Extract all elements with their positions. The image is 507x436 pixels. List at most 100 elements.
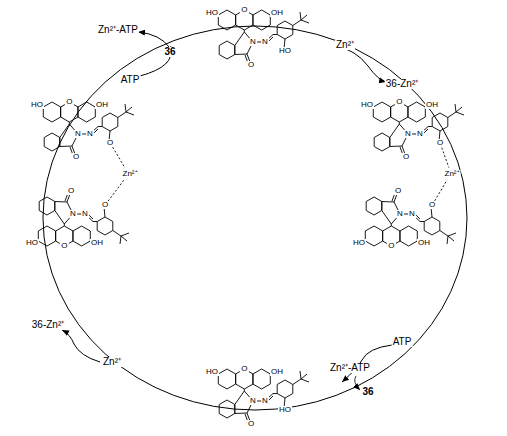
bond-line — [301, 15, 307, 20]
atom-label: O — [72, 153, 80, 161]
atom-label: N — [408, 210, 416, 218]
reagent-label: Zn²⁺ — [102, 357, 122, 367]
bond-line — [118, 112, 126, 118]
atom-label: O — [428, 201, 436, 209]
atom-label: OH — [90, 239, 104, 247]
atom-label: O — [402, 153, 410, 161]
bond-line — [440, 231, 448, 237]
bond-line — [126, 112, 134, 115]
atom-label: HO — [278, 47, 292, 55]
bond-line — [102, 113, 118, 131]
reagent-label: 36 — [163, 47, 176, 57]
bond-line — [301, 379, 309, 382]
bond-line — [455, 104, 456, 112]
bond-line — [39, 197, 55, 215]
bond-line — [253, 10, 270, 30]
bond-line — [432, 113, 448, 131]
atom-label: N — [249, 38, 257, 46]
atom-label: Zn²⁺ — [444, 170, 461, 178]
bond-line — [366, 197, 382, 215]
curved-arrow — [336, 46, 386, 82]
bond-line — [448, 236, 454, 241]
bond-line — [277, 21, 293, 39]
atom-label: N — [261, 38, 269, 46]
bond-line — [301, 20, 309, 23]
bond-line — [373, 102, 390, 122]
reagent-label: Zn²⁺-ATP — [329, 363, 371, 373]
atom-label: O — [394, 187, 402, 195]
bond-line — [277, 380, 293, 398]
bond-line — [293, 20, 301, 26]
atom-label: O — [67, 187, 75, 195]
bond-line — [424, 217, 440, 235]
atom-label: HO — [352, 239, 366, 247]
reagent-label: Zn²⁺ — [335, 40, 355, 50]
atom-label: HO — [205, 368, 219, 376]
bond-line — [113, 231, 121, 237]
atom-label: HO — [205, 9, 219, 17]
cycle-circle — [43, 26, 467, 410]
coordination-bond — [113, 147, 125, 168]
atom-label: O — [240, 365, 248, 373]
bond-line — [125, 104, 126, 112]
atom-label: O — [60, 242, 68, 250]
atom-label: N — [69, 210, 77, 218]
bond-line — [300, 12, 301, 20]
bond-line — [120, 236, 121, 244]
atom-label: O — [247, 420, 255, 428]
bond-line — [456, 112, 464, 115]
bond-line — [218, 10, 235, 30]
bond-line — [73, 226, 90, 246]
bond-line — [365, 226, 382, 246]
atom-label: HO — [278, 406, 292, 414]
bond-line — [44, 133, 60, 151]
atom-label: O — [106, 139, 114, 147]
bond-line — [448, 112, 456, 118]
bond-line — [447, 236, 448, 244]
bond-line — [374, 133, 390, 151]
curved-arrow — [355, 376, 360, 390]
reagent-label: Zn²⁺-ATP — [97, 25, 139, 35]
atom-label: O — [387, 242, 395, 250]
bond-line — [301, 374, 307, 379]
bond-line — [253, 369, 270, 389]
bond-line — [97, 217, 113, 235]
atom-label: HO — [360, 101, 374, 109]
bond-line — [218, 369, 235, 389]
coordination-bond — [108, 179, 124, 201]
atom-label: N — [81, 210, 89, 218]
atom-label: O — [65, 98, 73, 106]
atom-label: N — [396, 210, 404, 218]
bond-line — [456, 107, 462, 112]
reagent-label: ATP — [392, 337, 413, 347]
atom-label: N — [416, 130, 424, 138]
atom-label: OH — [417, 239, 431, 247]
bond-line — [219, 400, 235, 418]
atom-label: O — [101, 201, 109, 209]
bond-line — [408, 102, 425, 122]
atom-label: Zn²⁺ — [122, 170, 139, 178]
bond-line — [219, 41, 235, 59]
bond-line — [38, 226, 55, 246]
molecule-structures — [38, 10, 464, 422]
bond-line — [300, 371, 301, 379]
atom-label: O — [240, 6, 248, 14]
atom-label: N — [86, 130, 94, 138]
atom-label: N — [249, 397, 257, 405]
bond-line — [400, 226, 417, 246]
reagent-label: 36-Zn²⁺ — [31, 320, 65, 330]
bond-line — [126, 107, 132, 112]
atom-label: N — [404, 130, 412, 138]
atom-label: N — [261, 397, 269, 405]
bond-line — [293, 379, 301, 385]
reagent-label: 36-Zn²⁺ — [385, 79, 419, 89]
reagent-label: 36 — [361, 387, 374, 397]
bond-line — [43, 102, 60, 122]
atom-label: OH — [270, 9, 284, 17]
bond-line — [448, 233, 456, 236]
atom-label: O — [247, 61, 255, 69]
reagent-label: ATP — [120, 75, 141, 85]
bond-line — [121, 236, 127, 241]
coordination-bond — [442, 148, 449, 168]
